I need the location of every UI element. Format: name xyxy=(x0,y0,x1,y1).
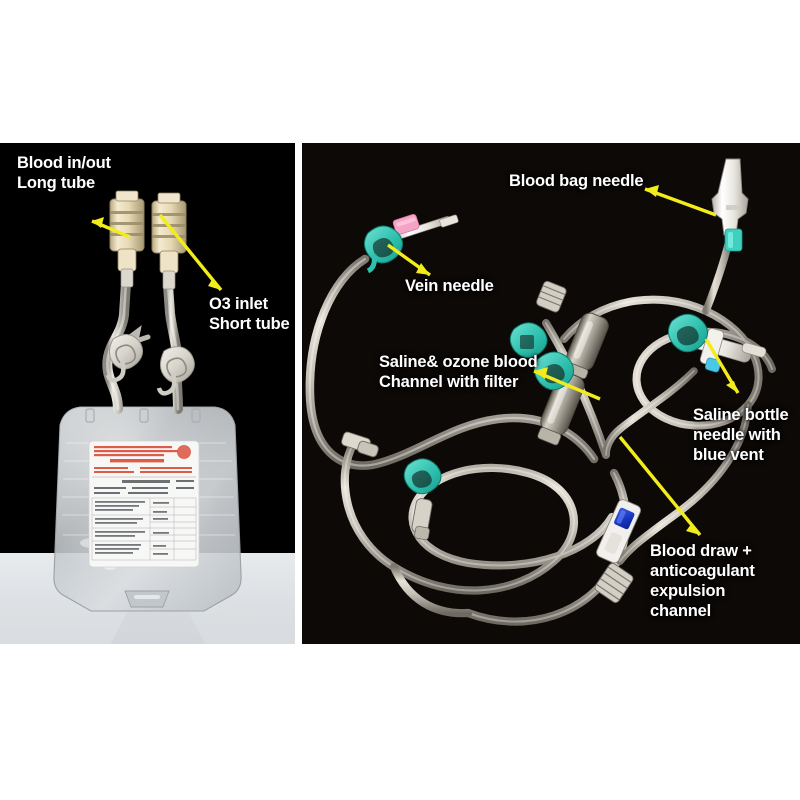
blue-roller-clamp xyxy=(596,499,641,564)
luer-connector-left xyxy=(341,431,379,458)
callout-arrow-o3-inlet xyxy=(158,213,223,292)
infusion-set-illustration xyxy=(305,158,776,626)
bag-product-label xyxy=(88,440,200,568)
blue-vent xyxy=(704,357,722,373)
label-o3-inlet-short-tube: O3 inlet Short tube xyxy=(209,295,290,334)
label-saline-ozone-blood-channel-with-filter: Saline& ozone blood Channel with filter xyxy=(379,353,538,392)
teal-clamp-saline xyxy=(668,313,708,353)
callout-arrow-saline-bottle-needle xyxy=(704,338,740,394)
callout-arrow-vein-needle xyxy=(387,243,431,277)
roller-clamp-right xyxy=(156,346,195,396)
teal-clamp-upper xyxy=(509,322,548,359)
teal-clamp-lower xyxy=(403,458,442,495)
label-saline-bottle-needle-with-blue-vent: Saline bottle needle with blue vent xyxy=(693,406,789,465)
label-vein-needle: Vein needle xyxy=(405,277,494,295)
callout-arrow-saline-ozone-channel xyxy=(533,367,601,401)
y-connector xyxy=(594,563,634,603)
callout-arrow-blood-draw-channel xyxy=(618,435,702,537)
pink-needle-cap xyxy=(392,214,420,235)
callout-arrow-blood-inout xyxy=(91,217,131,239)
teal-clamp-vein xyxy=(364,225,403,274)
left-panel-ozone-blood-bag xyxy=(0,143,295,644)
label-blood-bag-needle: Blood bag needle xyxy=(509,172,644,190)
luer-connector-mid xyxy=(411,498,433,541)
blood-bag-needle-spike xyxy=(711,158,749,252)
spike-port-left xyxy=(109,190,145,288)
callout-arrow-blood-bag-needle xyxy=(644,185,717,217)
right-panel-infusion-set xyxy=(302,143,800,644)
roller-clamp-left xyxy=(105,334,143,383)
label-blood-draw-anticoagulant-expulsion-channel: Blood draw + anticoagulant expulsion cha… xyxy=(650,542,755,621)
label-blood-in-out-long-tube: Blood in/out Long tube xyxy=(17,154,111,193)
blood-bag-illustration xyxy=(53,190,242,612)
vein-needle-assembly xyxy=(391,214,459,241)
